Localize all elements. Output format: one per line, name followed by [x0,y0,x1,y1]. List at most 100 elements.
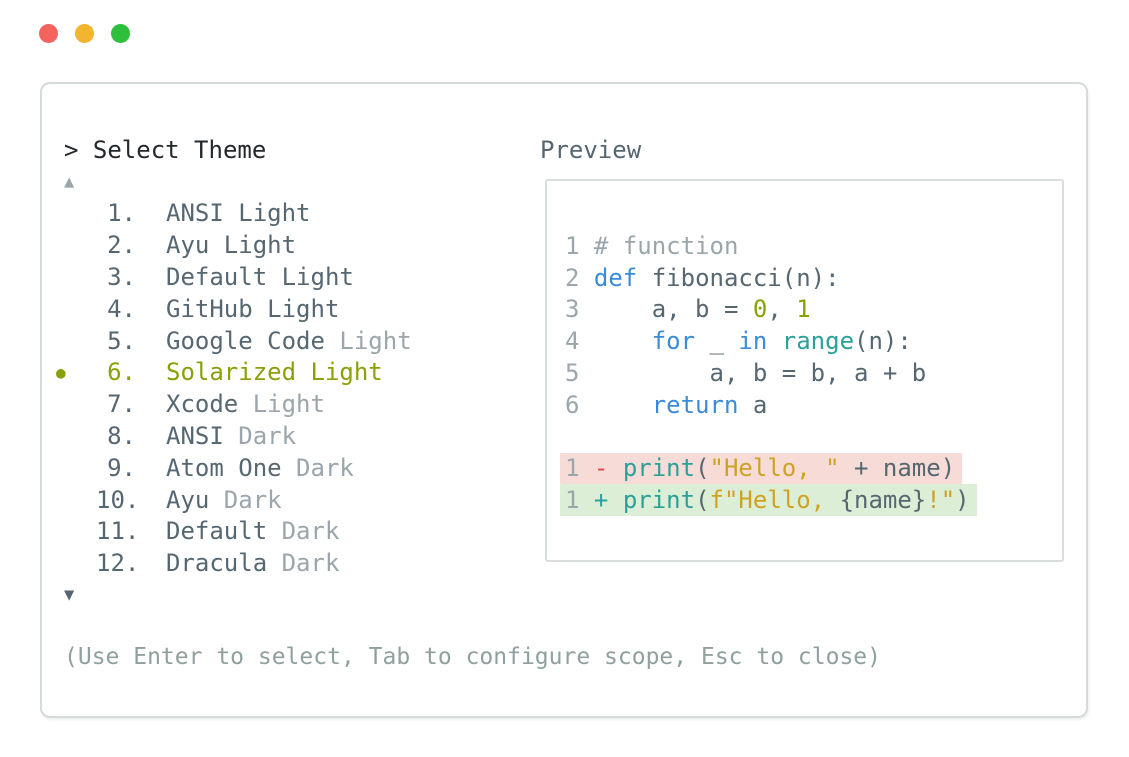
diff-line-removed: 1 - print("Hello, " + name) [560,452,977,485]
code-line-blank [565,421,977,453]
theme-item-variant: Light [238,199,311,228]
theme-item-number: 11. [96,517,140,546]
code-token: - [593,454,609,483]
theme-item-variant: Light [252,390,325,419]
theme-item-number: 7. [107,390,136,419]
diff-line-added: 1 + print(f"Hello, {name}!") [560,484,977,517]
traffic-light-zoom-button[interactable] [111,24,130,43]
code-token: def [593,263,638,292]
theme-item-number: 1. [107,199,136,228]
code-token: 3 [565,295,580,324]
theme-item-name: Ayu [166,231,224,260]
theme-item-variant: Dark [296,453,354,482]
theme-item-name: GitHub [166,294,268,323]
code-token: a, b = b, a + b [593,359,927,388]
keyboard-hints: (Use Enter to select, Tab to configure s… [64,644,881,670]
theme-item-number: 4. [107,294,136,323]
code-line: 2 def fibonacci(n): [565,262,977,294]
theme-list-item-solarized-light[interactable]: ●6.Solarized Light [56,357,412,389]
theme-item-name: Default [166,263,282,292]
code-token: , [767,295,797,324]
theme-item-name: ANSI [166,199,239,228]
theme-item-number: 3. [107,263,136,292]
code-token: + name) [839,454,956,483]
code-token: 4 [565,327,580,356]
theme-list-item-ayu-light[interactable]: 2. Ayu Light [64,229,412,261]
code-token: _ [695,327,739,356]
diff-highlight: 1 + print(f"Hello, {name}!") [560,484,977,517]
code-token: print [622,486,696,515]
code-token: 1 [565,231,580,260]
code-token: print [622,454,696,483]
theme-list-item-ayu-dark[interactable]: 10.Ayu Dark [64,484,412,516]
theme-item-variant: Light [223,231,297,260]
code-token [579,232,593,260]
traffic-light-close-button[interactable] [39,24,58,43]
code-line: 4 for _ in range(n): [565,325,977,357]
theme-list-item-xcode-light[interactable]: 7. Xcode Light [64,388,412,420]
code-token: a, b = [593,295,753,324]
theme-list-item-default-dark[interactable]: 11.Default Dark [64,516,412,548]
traffic-light-minimize-button[interactable] [75,24,94,43]
code-token: return [651,390,739,419]
theme-item-variant: Dark [223,485,282,514]
scroll-down-icon[interactable]: ▼ [64,585,75,606]
code-line: 3 a, b = 0, 1 [565,294,977,326]
code-token [579,391,593,419]
code-token: + [593,486,609,515]
theme-list-item-atom-one-dark[interactable]: 9. Atom One Dark [64,452,412,484]
code-token [579,359,593,387]
select-theme-prompt: > Select Theme [64,135,267,164]
theme-item-number: 12. [96,549,140,578]
theme-item-name: Xcode [166,390,253,419]
scroll-up-icon[interactable]: ▲ [64,171,75,192]
theme-list-item-google-code-light[interactable]: 5.Google Code Light [64,325,412,357]
code-token: {name} [839,486,927,515]
theme-item-number: 8. [107,422,136,451]
code-token [594,391,652,419]
code-token [579,295,593,323]
theme-item-number: 2. [107,231,136,260]
theme-item-variant: Light [281,263,354,292]
theme-list-item-ansi-light[interactable]: 1. ANSI Light [64,198,412,230]
code-token: !" [926,486,956,515]
theme-item-name: Atom One [166,453,297,482]
code-token: in [738,327,768,356]
diff-highlight: 1 - print("Hello, " + name) [560,452,963,485]
theme-item-variant: Dark [238,422,297,451]
code-token: range [781,327,855,356]
code-token [579,264,593,292]
code-token: a [738,390,768,419]
code-token: 1 [565,486,580,515]
code-line: 6 return a [565,389,977,421]
code-token: f"Hello, [709,486,840,515]
code-token [579,454,593,482]
theme-item-name: ANSI [166,422,239,451]
preview-label: Preview [540,135,642,164]
theme-list-item-default-light[interactable]: 3. Default Light [64,261,412,293]
theme-list-item-ansi-dark[interactable]: 8. ANSI Dark [64,420,412,452]
theme-item-variant: Light [310,358,383,387]
theme-item-number: 9. [107,453,136,482]
code-token: ( [695,454,710,483]
code-line: 1 # function [565,230,977,262]
theme-item-number: 5. [107,326,136,355]
code-token: "Hello, " [709,454,840,483]
code-token: for [651,327,696,356]
code-token [767,327,781,355]
theme-selector-panel: > Select Theme ▲ 1. ANSI Light 2. Ayu Light… [56,134,412,611]
code-token: (n): [854,327,912,356]
theme-list-item-dracula-dark[interactable]: 12.Dracula Dark [64,547,412,579]
code-token: 2 [565,263,580,292]
code-token [594,327,652,355]
theme-item-name: Dracula [166,549,282,578]
theme-item-variant: Light [267,294,340,323]
theme-item-name: Solarized [166,358,311,387]
theme-item-name: Default [166,517,282,546]
theme-item-number: 6. [107,358,136,387]
theme-item-variant: Light [339,326,412,355]
code-token: fibonacci(n): [637,263,840,292]
theme-list-item-github-light[interactable]: 4. GitHub Light [64,293,412,325]
